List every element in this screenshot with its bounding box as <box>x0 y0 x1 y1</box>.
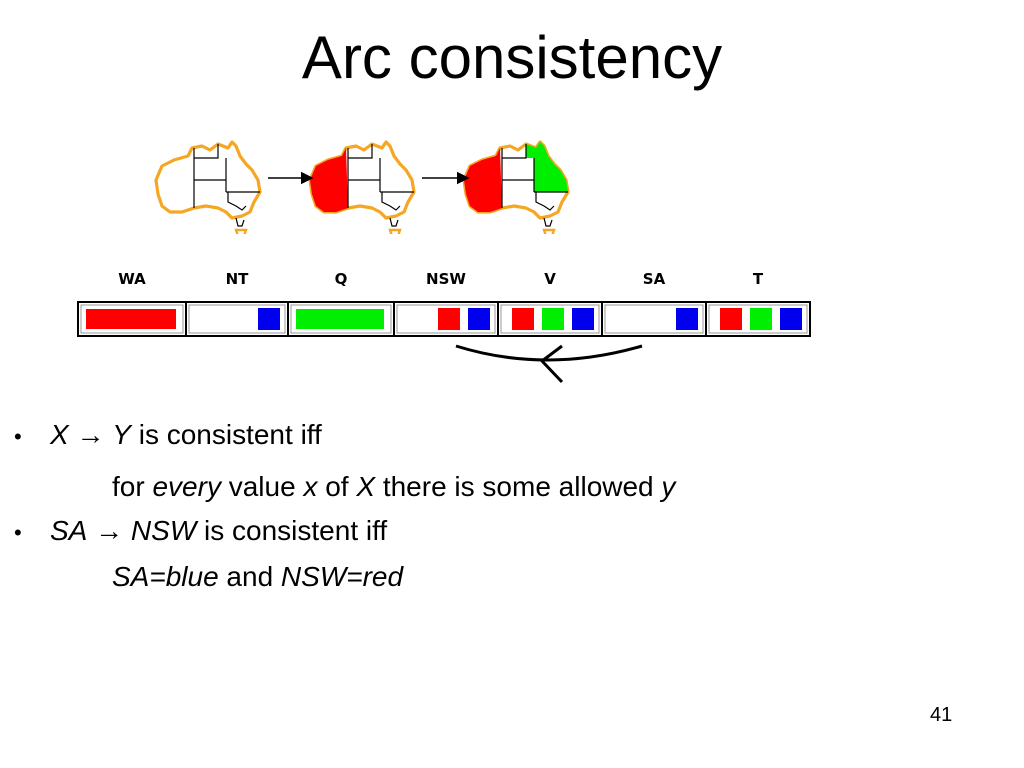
map-tasmania <box>542 228 556 234</box>
domain-label-v: V <box>544 270 556 288</box>
map-tasmania <box>388 228 402 234</box>
bullet-dot: • <box>14 424 22 449</box>
domain-label-nt: NT <box>226 270 250 288</box>
var-sa: SA <box>50 515 88 546</box>
slide-title: Arc consistency <box>301 24 723 91</box>
domain-label-nsw: NSW <box>426 270 466 288</box>
domain-value-blue <box>468 308 490 330</box>
domain-value-red <box>438 308 460 330</box>
domain-cell-q: Q <box>287 270 395 337</box>
domain-cell-v: V <box>497 270 603 337</box>
bullet-2-text: is consistent iff <box>196 515 388 546</box>
australia-map-2 <box>308 140 416 234</box>
domain-value-bar <box>296 309 384 329</box>
bullet-2-sub: SA=blue and NSW=red <box>112 561 404 592</box>
domain-label-t: T <box>753 270 764 288</box>
domain-value-green <box>542 308 564 330</box>
domain-table-figure: WA NT Q NSW V SA T <box>77 270 811 384</box>
domain-value-red <box>512 308 534 330</box>
var-x: X <box>50 419 69 450</box>
bullet-1-text: is consistent iff <box>130 419 322 450</box>
map-tasmania <box>234 228 248 234</box>
domain-value-blue <box>676 308 698 330</box>
domain-value-blue <box>780 308 802 330</box>
australia-map-3 <box>462 140 570 234</box>
bullet-dot: • <box>14 520 22 545</box>
domain-cell-nsw: NSW <box>393 270 499 337</box>
domain-label-sa: SA <box>643 270 666 288</box>
domain-value-blue <box>258 308 280 330</box>
map-region-wa-fill <box>310 148 348 212</box>
var-y: Y <box>112 419 131 450</box>
australia-map-1 <box>154 140 262 234</box>
domain-cell-sa: SA <box>601 270 707 337</box>
arrow-symbol: → <box>95 515 124 546</box>
domain-cell-wa: WA <box>77 270 187 337</box>
domain-label-wa: WA <box>118 270 146 288</box>
domain-value-bar <box>86 309 176 329</box>
domain-cell-t: T <box>705 270 811 337</box>
bullet-1-sub: for every value x of X there is some all… <box>112 471 676 502</box>
arrow-symbol: → <box>76 419 105 450</box>
domain-cell-nt: NT <box>185 270 289 337</box>
domain-value-green <box>750 308 772 330</box>
domain-value-blue <box>572 308 594 330</box>
map-region-q-fill <box>526 142 568 192</box>
domain-label-q: Q <box>335 270 348 288</box>
map-progression-figure <box>154 140 570 234</box>
map-region-wa-fill <box>464 148 502 212</box>
domain-value-red <box>720 308 742 330</box>
var-nsw: NSW <box>130 515 197 546</box>
page-number: 41 <box>930 704 953 726</box>
arc-arrow <box>455 344 643 384</box>
